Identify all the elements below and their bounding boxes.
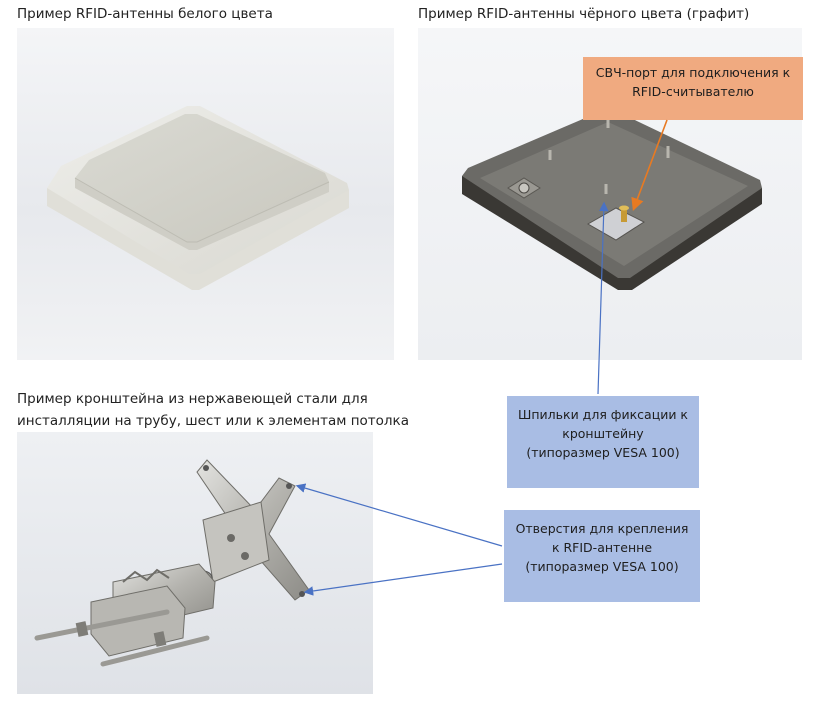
bracket-caption-line1: Пример кронштейна из нержавеющей стали д… bbox=[17, 391, 368, 407]
white-antenna-image bbox=[17, 28, 394, 360]
holes-callout-line1: Отверстия для крепления bbox=[515, 521, 689, 536]
studs-callout-line3: (типоразмер VESA 100) bbox=[526, 445, 680, 460]
bracket-caption-line2: инсталляции на трубу, шест или к элемент… bbox=[17, 413, 409, 429]
rf-port-callout-line2: RFID-считывателю bbox=[632, 84, 754, 99]
white-antenna-caption: Пример RFID-антенны белого цвета bbox=[17, 6, 273, 22]
bracket-image bbox=[17, 432, 373, 694]
holes-callout: Отверстия для крепления к RFID-антенне (… bbox=[504, 510, 700, 602]
rf-port-callout: СВЧ-порт для подключения к RFID-считыват… bbox=[583, 57, 803, 120]
holes-callout-line3: (типоразмер VESA 100) bbox=[525, 559, 679, 574]
rf-port-callout-line1: СВЧ-порт для подключения к bbox=[595, 65, 791, 80]
studs-callout: Шпильки для фиксации к кронштейну (типор… bbox=[507, 396, 699, 488]
studs-callout-line2: кронштейну bbox=[562, 426, 644, 441]
studs-callout-line1: Шпильки для фиксации к bbox=[518, 407, 688, 422]
black-antenna-caption: Пример RFID-антенны чёрного цвета (графи… bbox=[418, 6, 750, 22]
holes-callout-line2: к RFID-антенне bbox=[551, 540, 653, 555]
